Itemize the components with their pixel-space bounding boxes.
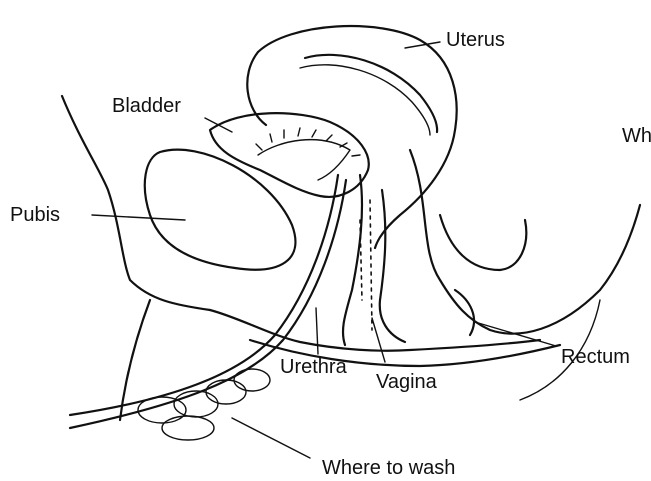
pubis-bone [145, 150, 296, 270]
catheter-tube [70, 175, 338, 415]
catheter-tube-2 [70, 180, 346, 428]
vagina-leader [372, 318, 385, 362]
label-rectum: Rectum [561, 347, 630, 367]
label-bladder: Bladder [112, 96, 181, 116]
bladder-spikes [256, 128, 360, 156]
label-uterus: Uterus [446, 30, 505, 50]
uterus-inner-2 [300, 65, 430, 135]
catheter-coil-5 [162, 416, 214, 440]
rectum-inner [440, 215, 526, 270]
vagina-ridges [370, 200, 372, 330]
catheter-coil-3 [174, 391, 218, 417]
urethra-leader [316, 308, 318, 354]
label-urethra: Urethra [280, 357, 347, 377]
abdomen-outline [62, 96, 210, 310]
label-cut-off: Wh [622, 126, 651, 146]
bladder-inner [258, 140, 350, 180]
uterus-leader [405, 42, 440, 48]
pubis-leader [92, 215, 185, 220]
catheter-coil-1 [234, 369, 270, 391]
label-where-to-wash: Where to wash [322, 458, 455, 478]
label-vagina: Vagina [376, 372, 437, 392]
where-to-wash-leader [232, 418, 310, 458]
catheter-coil-2 [206, 380, 246, 404]
vagina-front-wall [343, 175, 362, 345]
label-pubis: Pubis [10, 205, 60, 225]
